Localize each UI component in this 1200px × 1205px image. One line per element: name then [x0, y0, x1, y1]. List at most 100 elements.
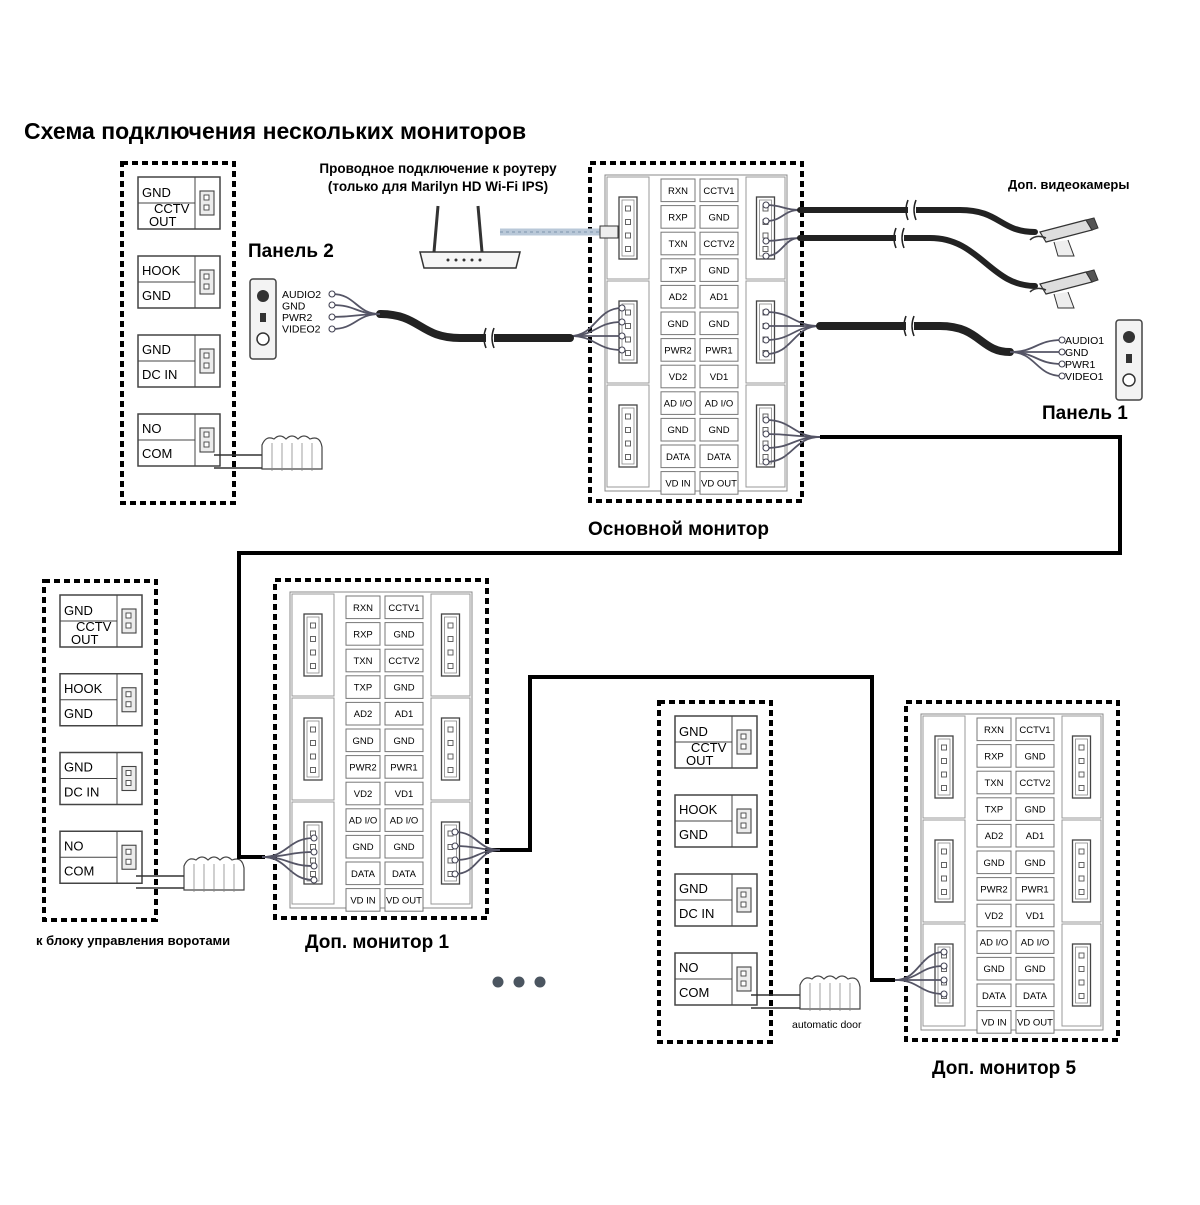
extra-monitor-5-terminal-left: RXP: [984, 751, 1004, 762]
extra-monitor-5-terminal-left: TXN: [985, 778, 1004, 789]
panel2-fan: [328, 290, 381, 333]
main-monitor-terminal-right: CCTV1: [703, 186, 734, 197]
extra-monitor-1-label: Доп. монитор 1: [305, 932, 450, 953]
m1-fan-out: [451, 828, 501, 878]
main-monitor-left-connector: [606, 176, 650, 280]
camera-1-cable-break: [905, 199, 917, 221]
main-monitor-terminal-left: TXP: [669, 266, 687, 277]
panel-2-pin-label: PWR2: [282, 312, 312, 324]
panel-2-label: Панель 2: [248, 241, 334, 262]
extra-monitor-5-terminal-right: CCTV1: [1019, 725, 1050, 736]
main-monitor-terminal-left: AD I/O: [664, 399, 693, 410]
panel-1-pin-label: VIDEO1: [1065, 371, 1104, 383]
extra-monitor-1-terminal-left: AD I/O: [349, 816, 378, 827]
camera-2-cable-break: [893, 227, 905, 249]
door-plug-mid: [799, 975, 861, 1011]
main-monitor-terminal-left: VD2: [669, 372, 687, 383]
gate-control-label: к блоку управления воротами: [36, 933, 231, 948]
relay-module-left-label: CCTV: [76, 619, 112, 634]
extra-monitor-1-terminal-left: VD IN: [350, 895, 375, 906]
extra-monitor-5-terminal-left: AD2: [985, 831, 1003, 842]
extra-monitor-5-terminal-right: AD I/O: [1021, 938, 1050, 949]
extra-monitor-5-terminal-right: GND: [1024, 858, 1045, 869]
main-monitor-terminal-left: DATA: [666, 452, 691, 463]
gate-wire-left: [136, 875, 184, 889]
extra-monitor-1-terminal-left: RXP: [353, 629, 373, 640]
extra-monitor-5-right-connector: [1061, 715, 1102, 819]
relay-module-left-label: GND: [64, 603, 93, 618]
main-monitor-terminal-left: GND: [667, 319, 688, 330]
relay-module-left-label: GND: [64, 760, 93, 775]
extra-monitor-1-terminal-right: GND: [393, 629, 414, 640]
extra-monitor-5-terminal-right: PWR1: [1021, 884, 1048, 895]
main-monitor-terminal-right: VD1: [710, 372, 728, 383]
relay-module-top-label: OUT: [149, 214, 177, 229]
m1-fan-in: [261, 834, 318, 884]
bus-1-to-5: [485, 675, 895, 982]
relay-module-top-label: GND: [142, 342, 171, 357]
relay-module-top-label: HOOK: [142, 263, 181, 278]
main-monitor-left-connector: [606, 280, 650, 384]
main-monitor-terminal-right: GND: [708, 319, 729, 330]
main-monitor-terminal-right: GND: [708, 212, 729, 223]
main-monitor-right-connector: [745, 176, 786, 280]
main-monitor-terminal-right: AD1: [710, 292, 728, 303]
extra-monitor-5-label: Доп. монитор 5: [932, 1058, 1077, 1079]
main-monitor-terminal-left: TXN: [669, 239, 688, 250]
m5-fan-in: [894, 948, 948, 998]
panel1-cable: [816, 322, 1014, 356]
panel1-fan: [1009, 336, 1066, 380]
panel-2-pin-label: VIDEO2: [282, 324, 321, 336]
main-monitor-terminal-left: RXP: [668, 212, 688, 223]
camera-1-cable: [797, 207, 1038, 235]
extra-monitor-5-terminal-right: CCTV2: [1019, 778, 1050, 789]
extra-monitor-1-terminal-right: GND: [393, 842, 414, 853]
camera-2-cable: [797, 235, 1038, 289]
main-monitor-terminal-right: VD OUT: [701, 478, 737, 489]
extra-monitor-5-left-connector: [922, 819, 966, 923]
main-monitor-right-connector: [745, 280, 786, 384]
extra-monitor-1-terminal-right: CCTV2: [388, 656, 419, 667]
main-monitor-terminal-right: GND: [708, 266, 729, 277]
panel2-cable-break: [483, 327, 495, 349]
extra-monitor-1-terminal-left: PWR2: [349, 762, 376, 773]
relay-module-mid-label: GND: [679, 881, 708, 896]
relay-module-mid-label: CCTV: [691, 740, 727, 755]
relay-module-mid-label: DC IN: [679, 906, 714, 921]
ellipsis-dot: [492, 976, 504, 988]
main-monitor-terminal-left: PWR2: [664, 345, 691, 356]
extra-monitor-5-terminal-left: GND: [983, 858, 1004, 869]
extra-monitor-5-terminal-right: GND: [1024, 964, 1045, 975]
extra-monitor-1-terminal-left: TXN: [354, 656, 373, 667]
relay-module-mid-label: GND: [679, 724, 708, 739]
extra-monitor-1-terminal-left: GND: [352, 736, 373, 747]
extra-monitor-5-terminal-right: GND: [1024, 751, 1045, 762]
automatic-door-label: automatic door: [792, 1019, 862, 1031]
relay-module-top-label: CCTV: [154, 201, 190, 216]
extra-monitor-1-terminal-right: DATA: [392, 869, 417, 880]
main-monitor-terminal-right: CCTV2: [703, 239, 734, 250]
extra-monitor-1-terminal-right: AD1: [395, 709, 413, 720]
main-monitor-terminal-right: DATA: [707, 452, 732, 463]
extra-monitor-1-terminal-right: AD I/O: [390, 816, 419, 827]
extra-monitor-5-terminal-right: VD1: [1026, 911, 1044, 922]
main-monitor-terminal-right: AD I/O: [705, 399, 734, 410]
main-monitor-terminal-left: GND: [667, 425, 688, 436]
relay-module-mid-label: OUT: [686, 753, 714, 768]
router-note-line2: (только для Marilyn HD Wi-Fi IPS): [327, 179, 549, 194]
network-plug: [599, 225, 619, 239]
main-monitor-terminal-left: VD IN: [665, 478, 690, 489]
extra-monitor-5-terminal-left: AD I/O: [980, 938, 1009, 949]
relay-module-left-label: OUT: [71, 632, 99, 647]
extra-monitor-1-terminal-left: AD2: [354, 709, 372, 720]
router-note: Проводное подключение к роутеру (только …: [268, 160, 608, 196]
relay-module-mid-label: GND: [679, 827, 708, 842]
main-monitor-terminal-left: AD2: [669, 292, 687, 303]
panel-1-device: [1115, 319, 1143, 401]
extra-monitor-5-right-connector: [1061, 819, 1102, 923]
main-monitor-terminal-right: PWR1: [705, 345, 732, 356]
main-fan-cam1: [762, 201, 801, 225]
